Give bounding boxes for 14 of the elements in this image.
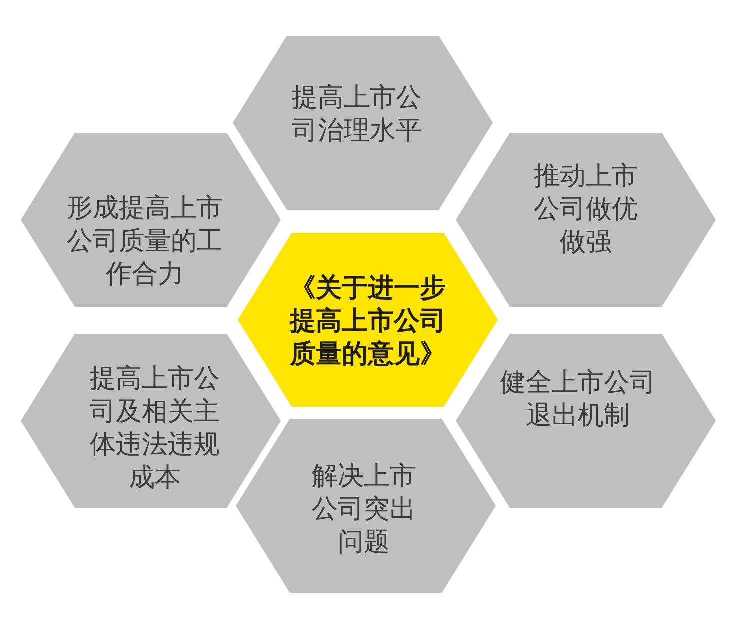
topic-text: 解决上市公司突出问题 [311,460,417,560]
hexagon-tile [236,419,496,593]
topic-text: 推动上市公司做优做强 [533,160,639,260]
hexagon-tile [456,133,716,307]
hexagon-tile [21,334,281,508]
topic-text: 形成提高上市公司质量的工作合力 [66,192,224,292]
hexagon-tile [456,334,716,508]
topic-text: 健全上市公司退出机制 [499,367,657,433]
topic-text: 提高上市公司及相关主体违法违规成本 [89,363,221,495]
hexagon-tile [21,133,281,307]
document-title: 《关于进一步提高上市公司质量的意见》 [288,272,447,372]
hexagon-tile [238,233,498,407]
hexagon-tile [233,36,493,210]
topic-text: 提高上市公司治理水平 [291,82,423,148]
